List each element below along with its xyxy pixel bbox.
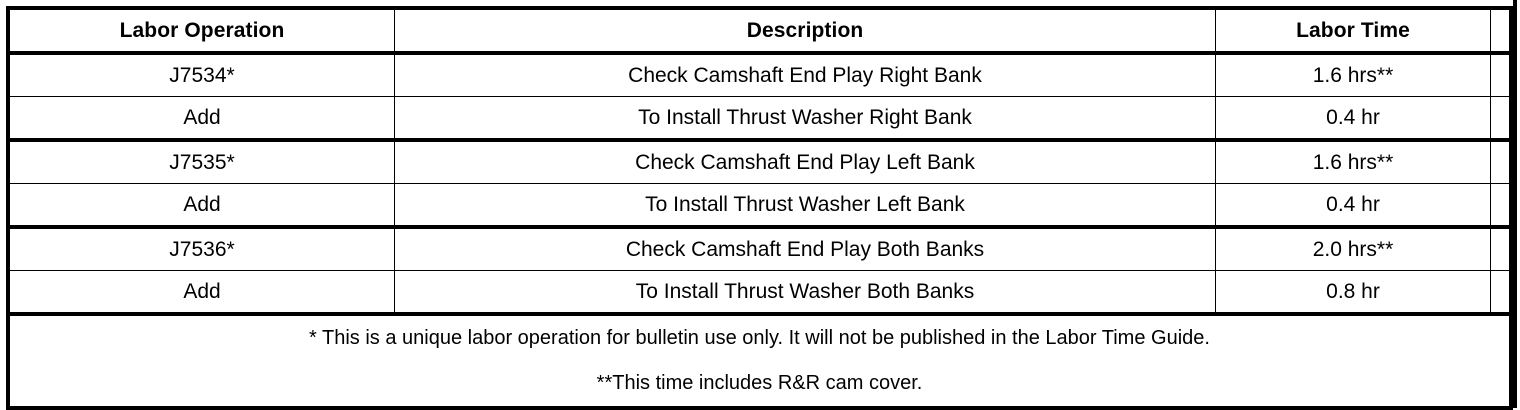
cell-description: Check Camshaft End Play Right Bank	[394, 52, 1216, 97]
table-footnotes-row: * This is a unique labor operation for b…	[7, 313, 1512, 409]
cell-labor-time: 1.6 hrs**	[1215, 52, 1491, 97]
footnote-single-asterisk: * This is a unique labor operation for b…	[309, 327, 1210, 349]
cell-labor-operation: Add	[7, 270, 395, 316]
cell-labor-operation: J7536*	[7, 226, 395, 271]
cell-spacer	[1490, 139, 1512, 184]
cell-labor-time: 2.0 hrs**	[1215, 226, 1491, 271]
cell-description: Check Camshaft End Play Both Banks	[394, 226, 1216, 271]
table-body: J7534* Check Camshaft End Play Right Ban…	[7, 52, 1512, 409]
cell-spacer	[1490, 52, 1512, 97]
cell-description: To Install Thrust Washer Left Bank	[394, 183, 1216, 229]
table-row: J7536* Check Camshaft End Play Both Bank…	[7, 226, 1512, 271]
table-row: Add To Install Thrust Washer Right Bank …	[7, 96, 1512, 142]
cell-description: To Install Thrust Washer Right Bank	[394, 96, 1216, 142]
cell-labor-operation: J7535*	[7, 139, 395, 184]
column-header-labor-time: Labor Time	[1215, 7, 1491, 55]
column-header-labor-operation: Labor Operation	[7, 7, 395, 55]
table-row: Add To Install Thrust Washer Left Bank 0…	[7, 183, 1512, 229]
outer-vertical-rule	[1513, 0, 1517, 408]
cell-labor-operation: Add	[7, 96, 395, 142]
footnotes-cell: * This is a unique labor operation for b…	[7, 313, 1512, 409]
cell-spacer	[1490, 183, 1512, 229]
column-header-description: Description	[394, 7, 1216, 55]
footnote-spacer	[10, 349, 1509, 373]
cell-labor-time: 1.6 hrs**	[1215, 139, 1491, 184]
cell-labor-operation: Add	[7, 183, 395, 229]
cell-spacer	[1490, 96, 1512, 142]
table-row: Add To Install Thrust Washer Both Banks …	[7, 270, 1512, 316]
cell-spacer	[1490, 226, 1512, 271]
cell-labor-time: 0.4 hr	[1215, 96, 1491, 142]
cell-description: To Install Thrust Washer Both Banks	[394, 270, 1216, 316]
table-row: J7534* Check Camshaft End Play Right Ban…	[7, 52, 1512, 97]
column-header-spacer	[1490, 7, 1512, 55]
table-header: Labor Operation Description Labor Time	[7, 7, 1512, 55]
table-header-row: Labor Operation Description Labor Time	[7, 7, 1512, 55]
cell-description: Check Camshaft End Play Left Bank	[394, 139, 1216, 184]
cell-spacer	[1490, 270, 1512, 316]
cell-labor-time: 0.8 hr	[1215, 270, 1491, 316]
cell-labor-time: 0.4 hr	[1215, 183, 1491, 229]
cell-labor-operation: J7534*	[7, 52, 395, 97]
table-row: J7535* Check Camshaft End Play Left Bank…	[7, 139, 1512, 184]
labor-operation-table: Labor Operation Description Labor Time J…	[6, 6, 1513, 410]
footnote-double-asterisk: **This time includes R&R cam cover.	[596, 372, 923, 394]
